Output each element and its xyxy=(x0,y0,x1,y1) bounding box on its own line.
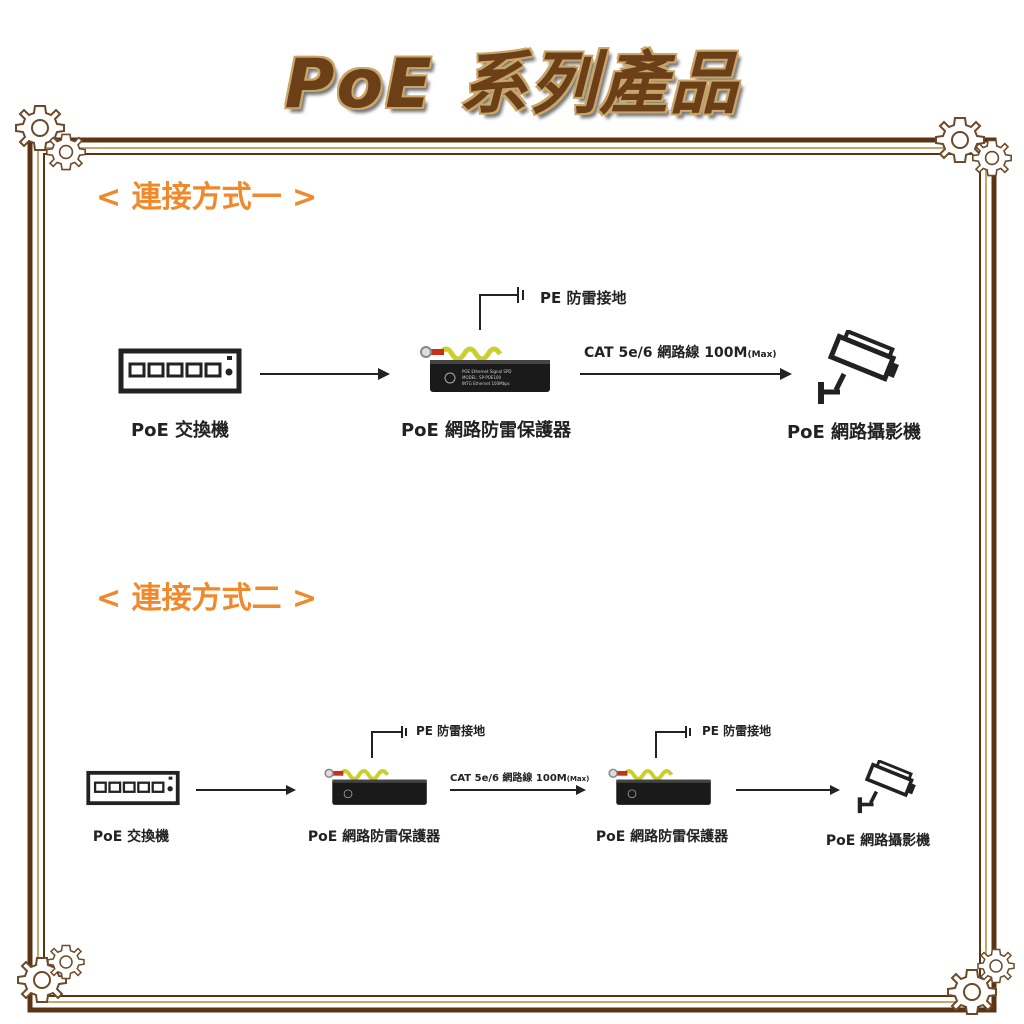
ground-icon xyxy=(371,726,407,758)
section-heading-1: < 連接方式一 > xyxy=(96,180,318,215)
protector-icon xyxy=(324,768,427,805)
svg-text:POE Ethernet Signal SPD: POE Ethernet Signal SPD xyxy=(462,369,511,374)
arrow-icon xyxy=(580,368,792,380)
svg-text:INTG Ethernet 100Mbps: INTG Ethernet 100Mbps xyxy=(462,381,510,386)
ground-label-2a: PE 防雷接地 xyxy=(416,724,486,738)
gear-icon xyxy=(977,948,1015,984)
protector-label-2a: PoE 網路防雷保護器 xyxy=(307,829,441,845)
arrow-icon xyxy=(450,785,586,795)
page-title: PoE 系列產品 xyxy=(284,45,740,124)
ground-icon xyxy=(479,287,524,330)
cable-label-1: CAT 5e/6 網路線 100M(Max) xyxy=(584,345,777,361)
camera-icon xyxy=(857,760,916,814)
gear-icon xyxy=(45,133,86,171)
arrow-icon xyxy=(196,785,296,795)
arrow-icon xyxy=(736,785,840,795)
camera-icon xyxy=(818,330,899,404)
switch-label-1: PoE 交換機 xyxy=(130,420,230,441)
protector-label-1: PoE 網路防雷保護器 xyxy=(400,420,572,441)
camera-label-1: PoE 網路攝影機 xyxy=(786,422,922,443)
protector-label-2b: PoE 網路防雷保護器 xyxy=(595,829,729,845)
protector-icon xyxy=(608,768,711,805)
cable-label-2: CAT 5e/6 網路線 100M(Max) xyxy=(450,773,590,784)
camera-label-2: PoE 網路攝影機 xyxy=(825,833,931,849)
switch-label-2: PoE 交換機 xyxy=(92,829,170,845)
section-heading-2: < 連接方式二 > xyxy=(96,581,318,616)
switch-icon xyxy=(118,348,242,394)
ground-label-2b: PE 防雷接地 xyxy=(702,724,772,738)
arrow-icon xyxy=(260,368,390,380)
ground-label-1: PE 防雷接地 xyxy=(540,289,627,307)
ground-icon xyxy=(655,726,691,758)
gear-icon xyxy=(47,944,85,980)
switch-icon xyxy=(86,770,180,806)
gear-icon xyxy=(971,139,1013,177)
svg-text:MODEL: SP-POE100: MODEL: SP-POE100 xyxy=(462,375,502,380)
protector-icon: POE Ethernet Signal SPD MODEL: SP-POE100… xyxy=(420,346,550,392)
